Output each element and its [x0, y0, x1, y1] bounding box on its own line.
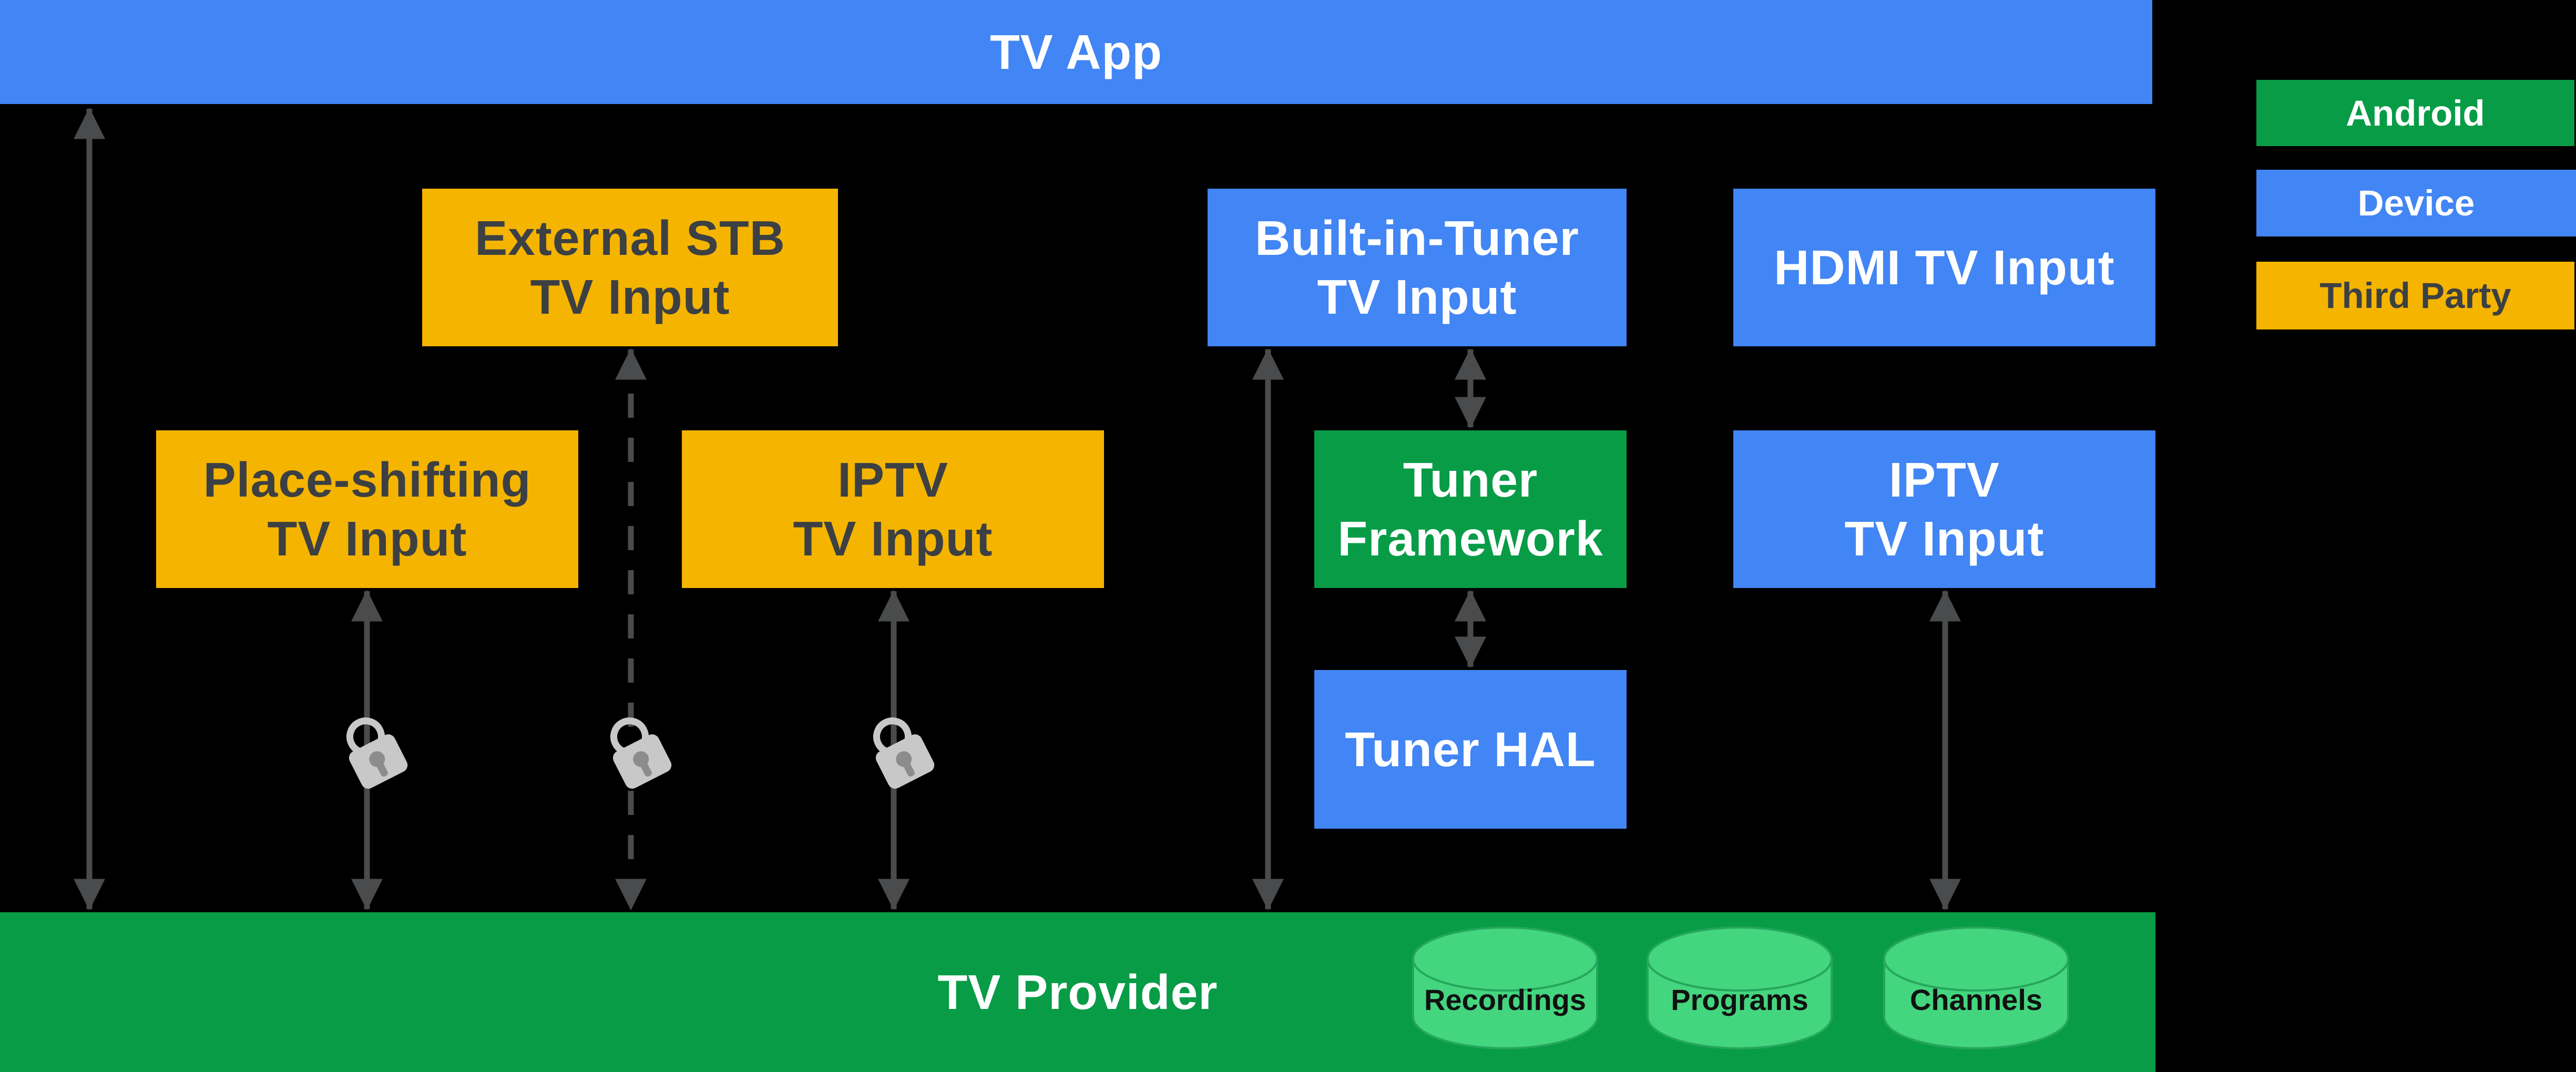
- legend-item-android: Android: [2256, 80, 2574, 146]
- lock-icon: [600, 711, 674, 791]
- legend-label: Third Party: [2319, 275, 2511, 316]
- box-label-line: TV Input: [267, 511, 467, 566]
- box-label-line: HDMI TV Input: [1774, 240, 2115, 295]
- box-tuner-framework: Tuner Framework: [1314, 430, 1627, 588]
- legend-label: Android: [2346, 92, 2485, 133]
- tv-provider-bar: TV Provider: [0, 912, 2155, 1072]
- lock-icon: [863, 711, 937, 791]
- box-label-line: TV Input: [793, 511, 993, 566]
- box-label-line: External STB: [475, 211, 785, 265]
- box-hdmi-tv-input: HDMI TV Input: [1733, 189, 2155, 346]
- tv-app-label: TV App: [989, 24, 1162, 79]
- tv-provider-label: TV Provider: [937, 964, 1218, 1019]
- box-label-line: Built-in-Tuner: [1255, 211, 1579, 265]
- lock-icon: [336, 711, 410, 791]
- box-label-line: Tuner: [1403, 452, 1538, 507]
- box-label-line: TV Input: [1317, 270, 1517, 324]
- legend-item-third-party: Third Party: [2256, 262, 2574, 329]
- box-label-line: Place-shifting: [203, 452, 531, 507]
- box-iptv-tv-input-third-party: IPTV TV Input: [682, 430, 1104, 588]
- box-label-line: TV Input: [1844, 511, 2045, 566]
- legend-item-device: Device: [2256, 170, 2576, 236]
- box-label-line: Framework: [1337, 511, 1603, 566]
- box-label-line: TV Input: [530, 270, 730, 324]
- box-tuner-hal: Tuner HAL: [1314, 670, 1627, 829]
- legend-label: Device: [2357, 183, 2475, 223]
- box-place-shifting-tv-input: Place-shifting TV Input: [156, 430, 578, 588]
- box-label-line: Tuner HAL: [1345, 722, 1596, 777]
- tv-app-bar: TV App: [0, 0, 2152, 104]
- box-iptv-tv-input-device: IPTV TV Input: [1733, 430, 2155, 588]
- box-built-in-tuner-tv-input: Built-in-Tuner TV Input: [1208, 189, 1627, 346]
- box-label-line: IPTV: [837, 452, 948, 507]
- box-label-line: IPTV: [1889, 452, 2000, 507]
- box-external-stb-tv-input: External STB TV Input: [422, 189, 838, 346]
